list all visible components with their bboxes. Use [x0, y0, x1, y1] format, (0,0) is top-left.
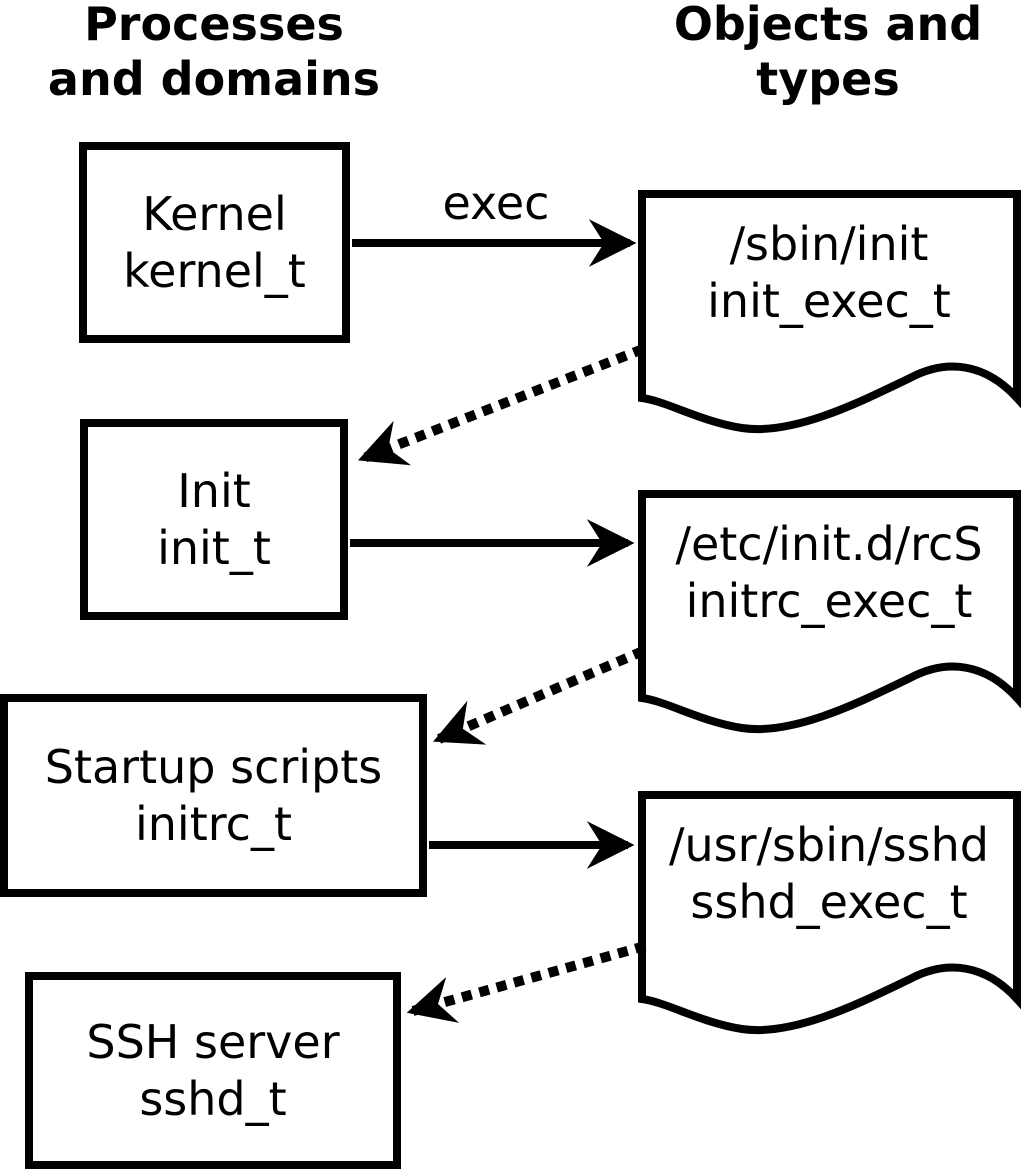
exec-arrow-label: exec — [442, 176, 550, 230]
column-header-objects: Objects and types — [624, 0, 1024, 107]
object-type: sshd_exec_t — [690, 875, 968, 929]
object-path: /etc/init.d/rcS — [675, 517, 983, 571]
process-name: Kernel — [142, 186, 287, 241]
process-box-ssh-server: SSH server sshd_t — [25, 972, 401, 1169]
process-domain: sshd_t — [139, 1071, 287, 1126]
column-header-processes-line2: and domains — [47, 52, 381, 106]
process-domain: kernel_t — [123, 243, 306, 298]
document-shape-sbin-init — [638, 190, 1021, 434]
column-header-objects-line1: Objects and — [673, 0, 983, 51]
process-domain: init_t — [157, 520, 271, 575]
object-path: /usr/sbin/sshd — [669, 818, 989, 872]
process-name: Init — [177, 463, 251, 518]
object-type: init_exec_t — [707, 274, 951, 328]
process-domain: initrc_t — [135, 796, 292, 851]
column-header-objects-line2: types — [756, 52, 900, 106]
process-name: Startup scripts — [44, 739, 383, 794]
object-type: initrc_exec_t — [685, 574, 973, 628]
object-path: /sbin/init — [729, 217, 929, 271]
object-label-etc-initd-rcs: /etc/init.d/rcS initrc_exec_t — [638, 516, 1020, 630]
document-shape-usr-sbin-sshd — [638, 791, 1021, 1035]
object-label-sbin-init: /sbin/init init_exec_t — [638, 216, 1020, 330]
process-box-init: Init init_t — [80, 419, 348, 620]
process-box-startup-scripts: Startup scripts initrc_t — [0, 694, 427, 897]
transition-arrow-rcs-to-startup — [433, 646, 645, 745]
object-label-usr-sbin-sshd: /usr/sbin/sshd sshd_exec_t — [638, 817, 1020, 931]
transition-arrow-sbin-init-to-init — [357, 344, 645, 466]
column-header-processes-line1: Processes — [84, 0, 344, 51]
process-box-kernel: Kernel kernel_t — [79, 142, 350, 343]
process-name: SSH server — [86, 1014, 340, 1069]
document-shape-etc-initd-rcs — [638, 490, 1021, 734]
transition-arrow-sshd-to-sshserver — [406, 941, 647, 1023]
column-header-processes: Processes and domains — [10, 0, 418, 107]
